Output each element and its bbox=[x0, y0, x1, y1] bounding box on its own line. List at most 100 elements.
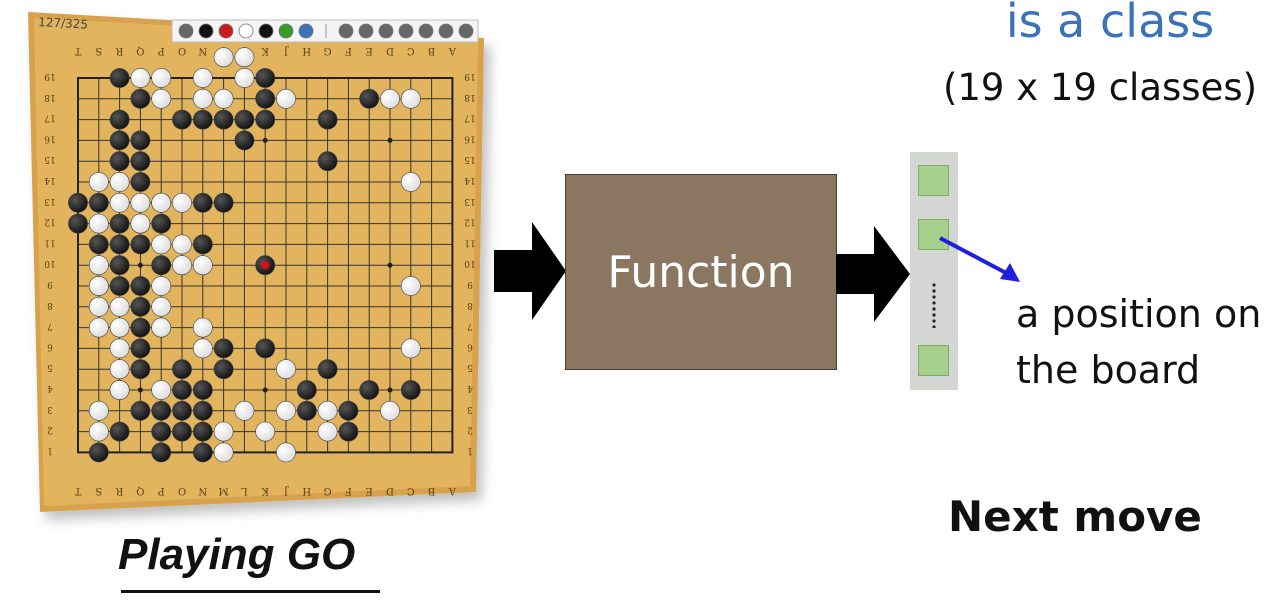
output-arrow-icon bbox=[836, 226, 910, 322]
black-stone bbox=[359, 88, 380, 109]
black-stone bbox=[130, 400, 151, 421]
black-stone bbox=[338, 400, 359, 421]
row-label: 18 bbox=[44, 92, 56, 102]
star-point bbox=[387, 262, 393, 268]
black-stone bbox=[213, 109, 234, 130]
row-label: 7 bbox=[47, 321, 53, 331]
column-label: D bbox=[386, 485, 394, 496]
first-move-icon bbox=[358, 23, 374, 39]
column-label: A bbox=[448, 485, 457, 496]
column-label: M bbox=[218, 485, 228, 496]
black-stone bbox=[109, 276, 130, 296]
white-stone bbox=[151, 192, 172, 213]
star-point bbox=[387, 137, 393, 143]
hand-icon bbox=[338, 23, 354, 39]
column-label: B bbox=[428, 45, 435, 56]
black-stone bbox=[317, 359, 338, 380]
white-stone bbox=[213, 88, 234, 109]
row-label: 3 bbox=[467, 404, 473, 414]
black-stone bbox=[172, 359, 192, 380]
white-stone bbox=[192, 68, 213, 88]
black-stone bbox=[151, 442, 172, 463]
row-label: 16 bbox=[464, 133, 476, 143]
black-stone bbox=[255, 88, 276, 109]
column-label: P bbox=[158, 485, 165, 496]
row-label: 15 bbox=[44, 154, 56, 164]
column-label: S bbox=[95, 45, 102, 56]
row-label: 11 bbox=[44, 237, 55, 247]
row-label: 10 bbox=[44, 258, 56, 268]
black-stone bbox=[130, 130, 151, 151]
vector-cell bbox=[918, 345, 949, 376]
black-stone bbox=[151, 421, 172, 442]
white-stone bbox=[88, 400, 109, 421]
white-stone bbox=[151, 68, 172, 88]
fast-forward-icon bbox=[438, 23, 454, 39]
white-stone bbox=[88, 317, 109, 338]
row-label: 17 bbox=[464, 113, 476, 123]
black-stone bbox=[255, 68, 276, 88]
black-stone bbox=[172, 380, 192, 400]
white-stone bbox=[192, 88, 213, 109]
row-label: 16 bbox=[44, 133, 56, 143]
column-label: E bbox=[366, 45, 373, 56]
row-label: 6 bbox=[467, 341, 473, 351]
column-label: A bbox=[448, 45, 457, 56]
black-stone bbox=[130, 359, 151, 380]
white-stone bbox=[130, 213, 151, 234]
white-stone bbox=[109, 192, 130, 213]
forward-icon bbox=[418, 23, 434, 39]
white-stone bbox=[380, 400, 400, 421]
white-stone bbox=[109, 380, 130, 400]
column-label: N bbox=[198, 485, 207, 496]
white-stone bbox=[255, 421, 276, 442]
white-stone bbox=[151, 380, 172, 400]
column-label: P bbox=[158, 45, 165, 56]
move-counter: 127/325 bbox=[38, 15, 89, 32]
column-label: Q bbox=[136, 45, 144, 56]
column-label: T bbox=[74, 45, 81, 56]
black-stone bbox=[255, 338, 276, 359]
column-label: R bbox=[115, 485, 123, 496]
black-stone bbox=[151, 213, 172, 234]
column-label: J bbox=[284, 45, 289, 56]
black-stone bbox=[88, 234, 109, 255]
white-stone bbox=[109, 338, 130, 359]
white-stone bbox=[88, 276, 109, 296]
column-label: O bbox=[178, 45, 186, 56]
black-stone-icon bbox=[198, 23, 214, 39]
black-stone bbox=[109, 421, 130, 442]
row-label: 6 bbox=[47, 341, 53, 351]
row-label: 8 bbox=[467, 300, 473, 310]
black-stone bbox=[400, 380, 421, 400]
black-stone bbox=[109, 109, 130, 130]
black-stone bbox=[88, 442, 109, 463]
white-stone bbox=[192, 338, 213, 359]
white-stone bbox=[213, 442, 234, 463]
column-label: S bbox=[95, 485, 102, 496]
white-stone bbox=[109, 317, 130, 338]
last-move-icon bbox=[458, 23, 474, 39]
row-label: 12 bbox=[44, 217, 55, 227]
white-stone bbox=[380, 88, 400, 109]
black-stone bbox=[130, 276, 151, 296]
black-stone bbox=[213, 192, 234, 213]
class-title: is a class bbox=[1005, 0, 1215, 48]
black-stone bbox=[192, 192, 213, 213]
row-label: 17 bbox=[44, 113, 56, 123]
row-label: 5 bbox=[467, 362, 473, 372]
row-label: 13 bbox=[464, 196, 476, 206]
go-board: 127/325 TTSSRRQQPPOONNMMLLKKJJHHGGFFEEDD… bbox=[28, 12, 484, 512]
row-label: 9 bbox=[47, 279, 53, 289]
white-stone bbox=[130, 192, 151, 213]
function-box bbox=[565, 174, 837, 370]
black-stone bbox=[234, 109, 255, 130]
ellipsis-dots-icon bbox=[932, 283, 936, 328]
black-stone bbox=[359, 380, 380, 400]
column-label: N bbox=[198, 45, 207, 56]
black-stone bbox=[213, 338, 234, 359]
row-label: 14 bbox=[44, 175, 56, 185]
row-label: 4 bbox=[467, 383, 473, 393]
black-stone bbox=[192, 400, 213, 421]
column-label: G bbox=[324, 45, 332, 56]
